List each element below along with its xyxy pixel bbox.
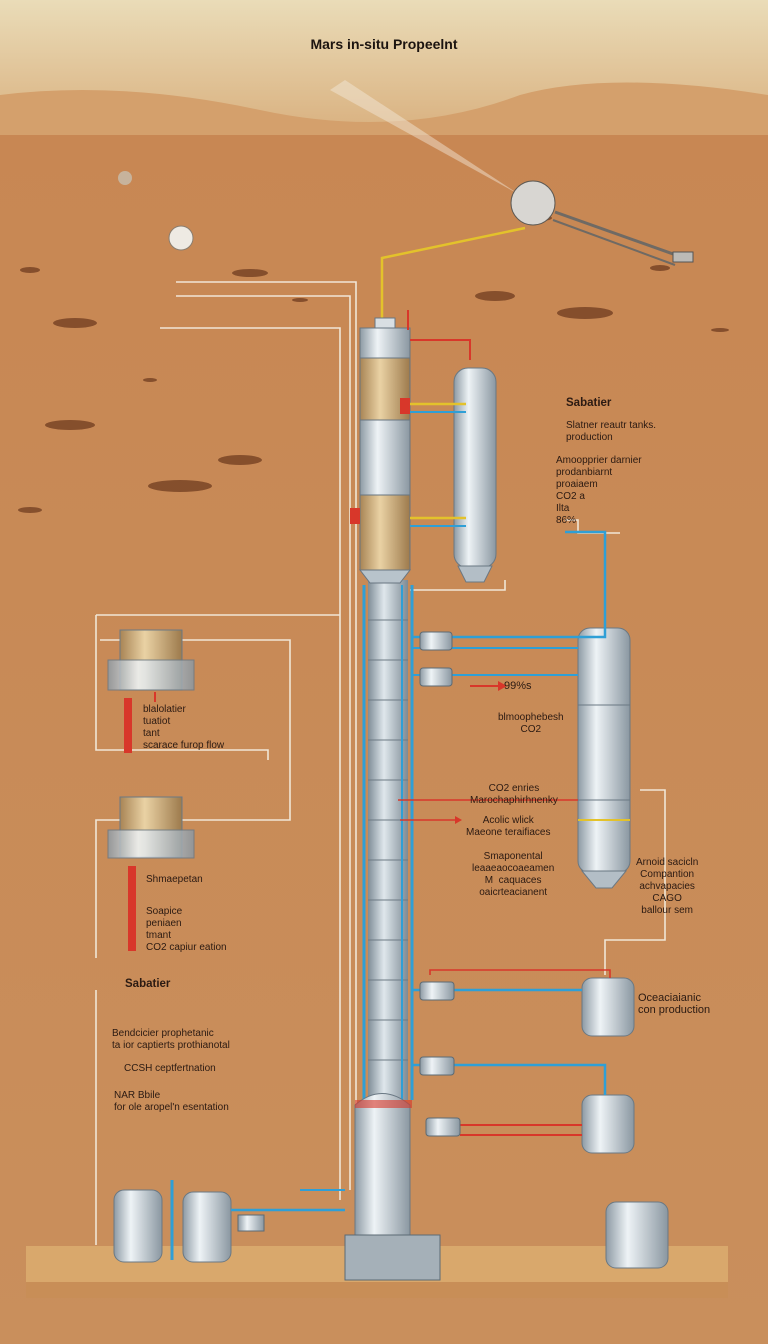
far-hills (0, 82, 768, 150)
label-co2-block: CO2 enries Marochaphirhnenky (470, 783, 558, 806)
base-vessel (344, 1093, 441, 1281)
label-acolic-block: Acolic wlick Maeone teraifiaces (466, 815, 551, 838)
connectors-upper (350, 310, 466, 527)
label-left-tank-2: Soapice peniaen tmant CO2 capiur eation (146, 906, 227, 953)
label-suppl-block: Smaponental leaaeaocoaeamen M caquaces o… (472, 851, 555, 898)
bottom-left-tanks (113, 1180, 345, 1263)
label-percentage: 99%s (504, 680, 532, 692)
tank-middle-right (577, 627, 631, 889)
label-sabatier-tanks: Slatner reautr tanks. (566, 420, 657, 431)
main-column (362, 580, 414, 1100)
label-oces-block: Oceaciaianic con production (638, 992, 711, 1016)
label-sabatier-top: Sabatier (566, 397, 612, 409)
label-atmospheric-co2: blmoophebesh CO2 (498, 712, 564, 735)
label-bend-block: Bendcicier prophetanic ta ior captierts … (112, 1028, 230, 1051)
yellow-feed-line (380, 226, 526, 320)
label-sabatier-left: Sabatier (125, 978, 171, 990)
wire-lines (95, 281, 666, 1245)
lander-probe (510, 180, 694, 266)
dust-plume (330, 80, 520, 195)
label-nar-block: NAR Bbile for ole aropel'n esentation (114, 1090, 229, 1113)
label-left-tank-1: blalolatier tuatiot tant scarace furop f… (143, 704, 225, 751)
label-atmospheric-block: Amoopprier darnier prodanbiarnt proaiaem… (556, 455, 642, 526)
label-amod-block: Arnoid sacicln Compantion achvapacies CA… (636, 857, 699, 916)
label-ccn: CCSH ceptfertnation (124, 1063, 216, 1074)
tank-lower-right-2 (412, 1056, 635, 1154)
small-sphere (118, 171, 132, 185)
bottom-right-tank (605, 1201, 669, 1269)
left-tank-2 (107, 796, 195, 951)
valve-blocks-mid (419, 631, 453, 687)
label-left-tank-2-title: Shmaepetan (146, 874, 203, 885)
label-production: production (566, 432, 613, 443)
left-tank-1 (107, 629, 195, 753)
tank-lower-right-1 (412, 969, 635, 1037)
upper-reactor-tower (358, 317, 412, 584)
white-sphere (168, 225, 194, 251)
page-title: Mars in-situ Propeelnt (310, 36, 458, 52)
ground-slab-front (26, 1282, 728, 1298)
